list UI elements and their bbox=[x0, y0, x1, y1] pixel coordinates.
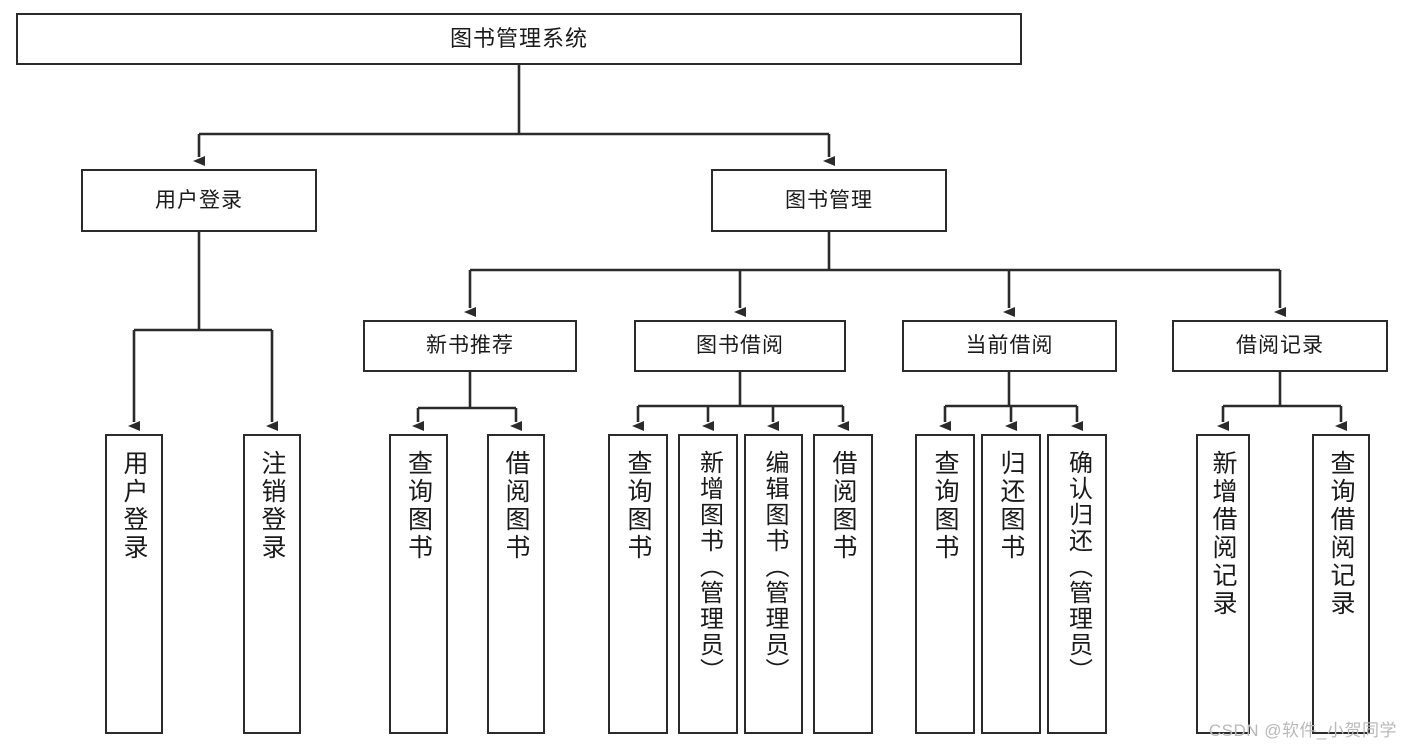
node-leaf-user-logout[interactable]: 注销登录 bbox=[243, 434, 301, 734]
node-leaf-confirm-return-label: 确认归还（管理员） bbox=[1064, 450, 1092, 684]
node-book-manage-label: 图书管理 bbox=[785, 188, 873, 212]
node-leaf-query-record[interactable]: 查询借阅记录 bbox=[1312, 434, 1370, 734]
node-leaf-query-book-1[interactable]: 查询图书 bbox=[389, 434, 448, 734]
node-leaf-borrow-book-1[interactable]: 借阅图书 bbox=[487, 434, 545, 734]
node-borrow-record-label: 借阅记录 bbox=[1236, 334, 1324, 358]
node-leaf-return-book[interactable]: 归还图书 bbox=[981, 434, 1041, 734]
node-leaf-user-login[interactable]: 用户登录 bbox=[105, 434, 163, 734]
node-leaf-borrow-book-2-label: 借阅图书 bbox=[829, 450, 857, 562]
node-leaf-edit-book[interactable]: 编辑图书（管理员） bbox=[744, 434, 803, 734]
node-root-label: 图书管理系统 bbox=[449, 25, 588, 51]
node-leaf-query-record-label: 查询借阅记录 bbox=[1327, 450, 1355, 618]
node-leaf-return-book-label: 归还图书 bbox=[997, 450, 1025, 562]
node-leaf-add-record[interactable]: 新增借阅记录 bbox=[1196, 434, 1250, 734]
node-new-book-recommend-label: 新书推荐 bbox=[426, 334, 514, 358]
node-leaf-add-book[interactable]: 新增图书（管理员） bbox=[678, 434, 738, 734]
node-leaf-add-record-label: 新增借阅记录 bbox=[1209, 450, 1237, 618]
node-book-borrow[interactable]: 图书借阅 bbox=[634, 320, 846, 372]
node-leaf-user-login-label: 用户登录 bbox=[120, 450, 148, 562]
node-leaf-query-book-2-label: 查询图书 bbox=[624, 450, 652, 562]
node-root[interactable]: 图书管理系统 bbox=[16, 13, 1022, 65]
node-new-book-recommend[interactable]: 新书推荐 bbox=[363, 320, 577, 372]
node-leaf-query-book-3-label: 查询图书 bbox=[931, 450, 959, 562]
node-current-borrow-label: 当前借阅 bbox=[965, 334, 1054, 358]
node-leaf-user-logout-label: 注销登录 bbox=[258, 450, 286, 562]
node-leaf-query-book-3[interactable]: 查询图书 bbox=[915, 434, 975, 734]
node-user-login-label: 用户登录 bbox=[155, 188, 243, 212]
node-book-borrow-label: 图书借阅 bbox=[696, 334, 784, 358]
node-borrow-record[interactable]: 借阅记录 bbox=[1172, 320, 1388, 372]
watermark: CSDN @软件_小贺同学 bbox=[1208, 721, 1397, 740]
node-current-borrow[interactable]: 当前借阅 bbox=[902, 320, 1117, 372]
node-leaf-query-book-1-label: 查询图书 bbox=[404, 450, 433, 562]
node-user-login[interactable]: 用户登录 bbox=[81, 169, 317, 232]
node-leaf-add-book-label: 新增图书（管理员） bbox=[695, 450, 723, 684]
node-book-manage[interactable]: 图书管理 bbox=[711, 169, 947, 232]
node-leaf-borrow-book-1-label: 借阅图书 bbox=[502, 450, 530, 562]
node-leaf-confirm-return[interactable]: 确认归还（管理员） bbox=[1047, 434, 1107, 734]
node-leaf-query-book-2[interactable]: 查询图书 bbox=[608, 434, 668, 734]
node-leaf-edit-book-label: 编辑图书（管理员） bbox=[760, 450, 788, 684]
node-leaf-borrow-book-2[interactable]: 借阅图书 bbox=[813, 434, 873, 734]
